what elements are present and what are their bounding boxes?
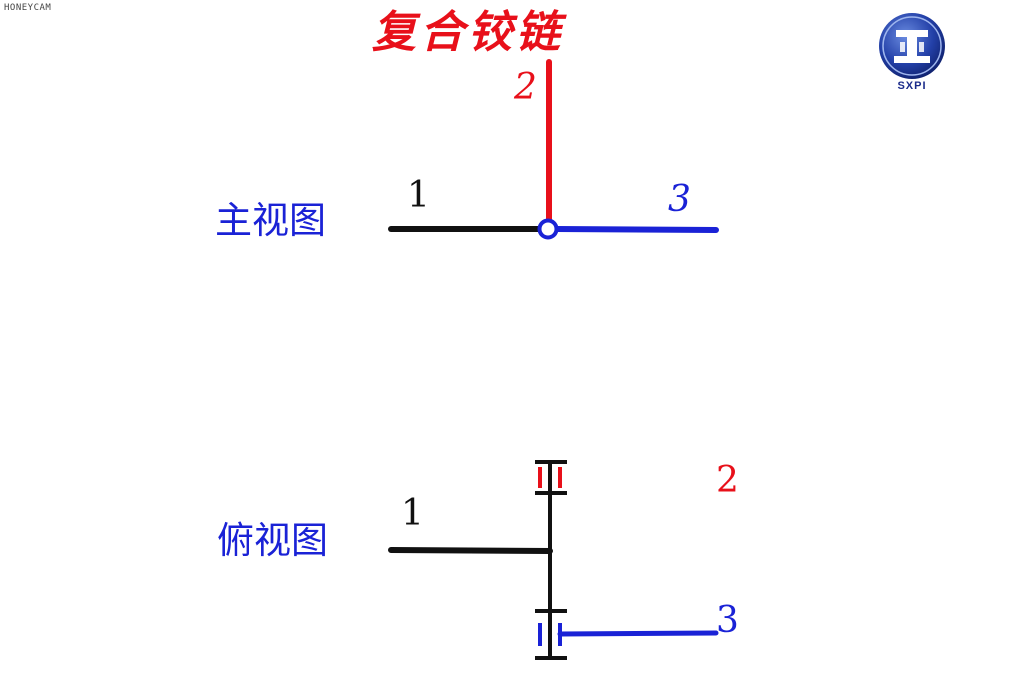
- logo-text: SXPI: [897, 80, 927, 92]
- front-view-label: 主视图: [215, 199, 326, 242]
- top-view-label: 俯视图: [217, 519, 328, 562]
- top-link-1-number: 1: [401, 493, 424, 534]
- page-title: 复合铰链: [372, 7, 564, 58]
- top-link-3-number: 3: [716, 600, 739, 641]
- top-link-3: [557, 630, 719, 637]
- top-link-1: [388, 547, 553, 554]
- front-link-2-number: 2: [514, 67, 537, 108]
- front-view-drawing: [388, 59, 719, 240]
- watermark: HONEYCAM: [4, 3, 52, 13]
- top-view-drawing: [388, 460, 719, 660]
- revolute-joint-circle: [537, 218, 559, 240]
- logo: SXPI: [876, 12, 948, 94]
- front-link-3-number: 3: [668, 179, 691, 220]
- top-link-2-number: 2: [716, 460, 739, 501]
- sxpi-emblem-icon: [879, 13, 945, 79]
- front-link-3: [553, 226, 719, 233]
- front-link-1-number: 1: [407, 175, 430, 216]
